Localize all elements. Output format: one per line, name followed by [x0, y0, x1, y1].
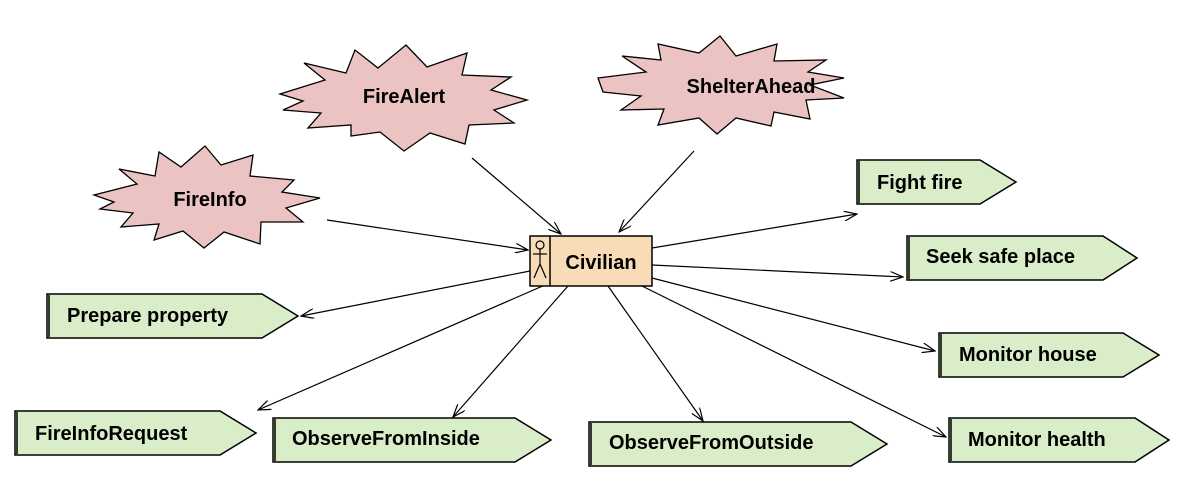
starburst-shape: [597, 35, 845, 135]
edge-civilian-seek-safe-place: [651, 264, 903, 277]
goal-label: ObserveFromOutside: [609, 432, 814, 454]
edges-outgoing: [258, 214, 946, 437]
goal-fight-fire[interactable]: Fight fire: [856, 159, 1018, 205]
edge-civilian-observefromoutside: [607, 285, 703, 421]
goal-shape: [272, 417, 553, 463]
edge-civilian-observefrominside: [453, 285, 569, 417]
goal-label: Seek safe place: [926, 246, 1075, 268]
goal-monitor-health[interactable]: Monitor health: [948, 417, 1171, 463]
edge-civilian-fight-fire: [651, 214, 857, 249]
goal-shape: [588, 421, 889, 467]
event-shelterahead[interactable]: ShelterAhead: [597, 35, 845, 135]
agent-civilian[interactable]: Civilian: [529, 235, 653, 287]
event-label: FireInfo: [173, 189, 246, 211]
goal-seek-safe-place[interactable]: Seek safe place: [906, 235, 1139, 281]
edges-incoming: [326, 150, 695, 250]
goal-label: Prepare property: [67, 305, 229, 327]
edge-firealert-civilian: [471, 157, 561, 234]
starburst-shape: [277, 44, 530, 152]
goal-shape: [14, 410, 258, 456]
goal-prepare-property[interactable]: Prepare property: [46, 293, 300, 339]
goal-shape: [938, 332, 1161, 378]
goal-label: ObserveFromInside: [292, 428, 480, 450]
goal-label: Monitor house: [959, 344, 1097, 366]
goal-label: FireInfoRequest: [35, 423, 188, 445]
event-label: ShelterAhead: [687, 76, 816, 98]
goal-monitor-house[interactable]: Monitor house: [938, 332, 1161, 378]
actor-icon: [533, 240, 547, 279]
goal-label: Fight fire: [877, 172, 963, 194]
edge-civilian-monitor-health: [641, 285, 946, 437]
goal-fireinforequest[interactable]: FireInfoRequest: [14, 410, 258, 456]
edge-civilian-prepare-property: [301, 270, 531, 316]
goal-shape: [46, 293, 300, 339]
goal-shape: [906, 235, 1139, 281]
goal-shape: [856, 159, 1018, 205]
edge-fireinfo-civilian: [326, 219, 528, 250]
starburst-shape: [91, 145, 321, 249]
edge-shelterahead-civilian: [619, 150, 695, 232]
agent-label: Civilian: [565, 252, 636, 274]
goal-observefromoutside[interactable]: ObserveFromOutside: [588, 421, 889, 467]
goal-observefrominside[interactable]: ObserveFromInside: [272, 417, 553, 463]
event-firealert[interactable]: FireAlert: [277, 44, 530, 152]
edge-civilian-monitor-house: [651, 277, 935, 351]
edge-civilian-fireinforequest: [258, 284, 546, 410]
goal-label: Monitor health: [968, 429, 1106, 451]
event-fireinfo[interactable]: FireInfo: [91, 145, 321, 249]
goal-shape: [948, 417, 1171, 463]
event-label: FireAlert: [363, 86, 446, 108]
